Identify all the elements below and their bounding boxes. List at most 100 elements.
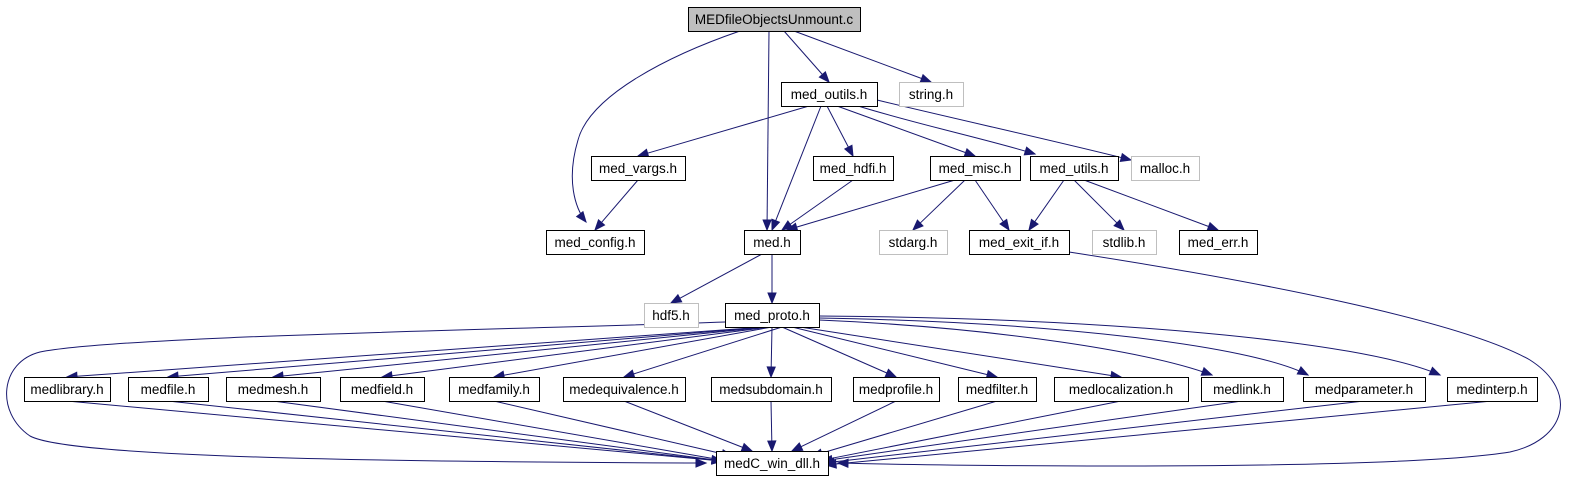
node-medprofile[interactable]: medprofile.h bbox=[853, 377, 940, 402]
edge-line bbox=[781, 326, 888, 374]
arrowhead-icon bbox=[824, 459, 837, 469]
edge-line bbox=[831, 400, 1243, 461]
edge-medfield-to-medC_win_dll bbox=[381, 400, 729, 464]
node-medlocalization[interactable]: medlocalization.h bbox=[1054, 377, 1189, 402]
node-med-vargs[interactable]: med_vargs.h bbox=[591, 156, 686, 181]
edge-line bbox=[623, 400, 743, 448]
edge-med_proto-to-medfile bbox=[166, 326, 767, 381]
edge-line bbox=[76, 326, 765, 377]
node-box bbox=[781, 82, 878, 107]
node-medequivalence[interactable]: medequivalence.h bbox=[563, 377, 686, 402]
edge-line bbox=[783, 30, 823, 75]
node-med-exit-if[interactable]: med_exit_if.h bbox=[969, 230, 1070, 255]
node-box bbox=[128, 377, 209, 402]
node-label: med.h bbox=[753, 235, 791, 250]
edge-line bbox=[796, 179, 956, 228]
node-medfile[interactable]: medfile.h bbox=[128, 377, 209, 402]
node-med-err[interactable]: med_err.h bbox=[1179, 230, 1258, 255]
edge-line bbox=[835, 400, 1493, 465]
node-med-hdfi[interactable]: med_hdfi.h bbox=[813, 156, 894, 181]
node-med[interactable]: med.h bbox=[744, 230, 801, 255]
edge-medprofile-to-medC_win_dll bbox=[790, 400, 897, 452]
edge-medfile-to-medC_win_dll bbox=[167, 400, 724, 465]
edge-MEDfileObjectsUnmount-to-med_config bbox=[571, 30, 741, 224]
edge-line bbox=[818, 319, 1213, 376]
node-medfileobjectsunmount[interactable]: MEDfileObjectsUnmount.c bbox=[688, 7, 861, 32]
arrowhead-icon bbox=[1428, 366, 1442, 376]
node-med-config[interactable]: med_config.h bbox=[546, 230, 645, 255]
edge-line bbox=[766, 30, 770, 221]
edge-med_proto-to-medfield bbox=[380, 326, 771, 381]
edge-MEDfileObjectsUnmount-to-med_outils bbox=[783, 30, 830, 84]
node-medlibrary[interactable]: medlibrary.h bbox=[24, 377, 111, 402]
arrowhead-icon bbox=[1119, 152, 1133, 163]
node-box bbox=[711, 377, 832, 402]
arrowhead-icon bbox=[919, 73, 933, 83]
node-medmesh[interactable]: medmesh.h bbox=[226, 377, 321, 402]
edge-line bbox=[836, 105, 966, 154]
edge-line bbox=[974, 179, 1004, 223]
edge-medparameter-to-medC_win_dll bbox=[822, 400, 1365, 467]
node-medsubdomain[interactable]: medsubdomain.h bbox=[711, 377, 832, 402]
node-layer: MEDfileObjectsUnmount.c med_outils.h strin… bbox=[24, 7, 1538, 476]
edge-medequivalence-to-medC_win_dll bbox=[623, 400, 754, 452]
node-label: med_hdfi.h bbox=[820, 161, 887, 176]
arrowhead-icon bbox=[771, 218, 781, 232]
node-label: medfilter.h bbox=[966, 382, 1028, 397]
edge-line bbox=[1083, 179, 1209, 227]
node-label: med_vargs.h bbox=[599, 161, 677, 176]
edge-med_outils-to-med_vargs bbox=[636, 105, 810, 158]
node-med-utils[interactable]: med_utils.h bbox=[1030, 156, 1119, 181]
node-hdf5: hdf5.h bbox=[644, 303, 699, 328]
node-medfield[interactable]: medfield.h bbox=[340, 377, 425, 402]
edge-line bbox=[679, 253, 763, 299]
node-label: med_outils.h bbox=[791, 87, 868, 102]
edge-line bbox=[876, 99, 1132, 161]
edge-med_outils-to-malloc bbox=[876, 99, 1133, 163]
edge-med_utils-to-stdlib bbox=[1073, 179, 1125, 231]
node-malloc: malloc.h bbox=[1131, 156, 1200, 181]
edge-line bbox=[857, 105, 1036, 155]
edge-med_proto-to-medsubdomain bbox=[766, 326, 776, 379]
node-label: medequivalence.h bbox=[569, 382, 679, 397]
node-medparameter[interactable]: medparameter.h bbox=[1303, 377, 1426, 402]
node-med-proto[interactable]: med_proto.h bbox=[725, 303, 820, 328]
edge-medlink-to-medC_win_dll bbox=[820, 400, 1243, 465]
arrowhead-icon bbox=[999, 218, 1010, 232]
edge-med_proto-to-medparameter bbox=[818, 317, 1310, 376]
edge-med_vargs-to-med_config bbox=[594, 179, 639, 232]
node-label: stdarg.h bbox=[889, 235, 938, 250]
node-medlink[interactable]: medlink.h bbox=[1201, 377, 1284, 402]
edge-MEDfileObjectsUnmount-to-string bbox=[793, 30, 933, 83]
arrowhead-icon bbox=[790, 442, 804, 452]
edge-medsubdomain-to-medC_win_dll bbox=[767, 400, 777, 453]
edge-med_utils-to-med_exit_if bbox=[1028, 179, 1065, 232]
node-label: medinterp.h bbox=[1456, 382, 1527, 397]
edge-medlocalization-to-medC_win_dll bbox=[816, 400, 1122, 464]
node-med-outils[interactable]: med_outils.h bbox=[781, 82, 878, 107]
node-med-misc[interactable]: med_misc.h bbox=[930, 156, 1021, 181]
node-label: med_proto.h bbox=[734, 308, 810, 323]
node-box bbox=[879, 230, 948, 255]
edge-line bbox=[818, 315, 1441, 376]
arrowhead-icon bbox=[594, 218, 606, 232]
node-label: string.h bbox=[909, 87, 953, 102]
edge-medmesh-to-medC_win_dll bbox=[272, 400, 724, 465]
edge-med_outils-to-med_misc bbox=[836, 105, 977, 157]
node-box bbox=[546, 230, 645, 255]
node-medfamily[interactable]: medfamily.h bbox=[449, 377, 540, 402]
arrowhead-icon bbox=[766, 366, 776, 379]
node-label: medlibrary.h bbox=[30, 382, 103, 397]
edge-line bbox=[821, 400, 998, 454]
node-label: medsubdomain.h bbox=[719, 382, 823, 397]
node-medc-win-dll[interactable]: medC_win_dll.h bbox=[716, 451, 829, 476]
node-medfilter[interactable]: medfilter.h bbox=[958, 377, 1037, 402]
node-label: stdlib.h bbox=[1103, 235, 1146, 250]
node-label: med_err.h bbox=[1188, 235, 1249, 250]
node-medinterp[interactable]: medinterp.h bbox=[1447, 377, 1538, 402]
edge-med_outils-to-med_utils bbox=[857, 105, 1037, 156]
arrowhead-icon bbox=[1200, 366, 1214, 376]
edge-med_hdfi-to-med bbox=[780, 179, 854, 231]
node-label: medlocalization.h bbox=[1069, 382, 1173, 397]
edge-line bbox=[770, 400, 773, 442]
